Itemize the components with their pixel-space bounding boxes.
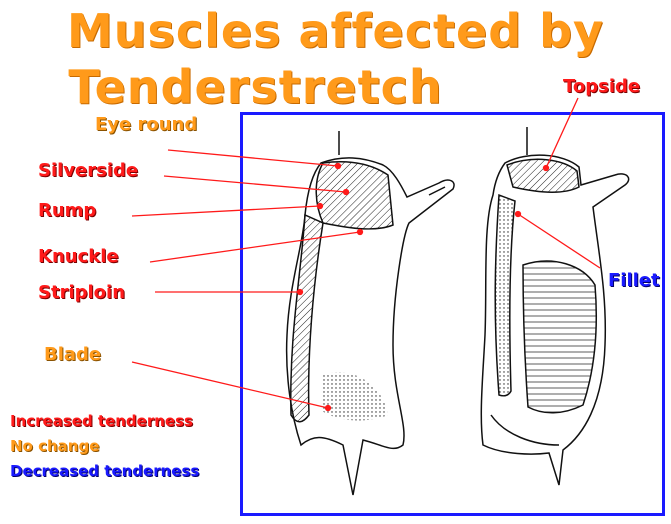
legend-no-change: No change <box>10 437 99 455</box>
leader-topside <box>546 98 578 168</box>
leader-fillet <box>518 214 600 268</box>
legend-increased: Increased tenderness <box>10 412 193 430</box>
leader-silverside <box>164 176 346 192</box>
legend-decreased: Decreased tenderness <box>10 462 199 480</box>
leader-rump <box>132 206 320 216</box>
leader-knuckle <box>150 232 360 262</box>
leader-eye-round <box>168 150 338 166</box>
leader-blade <box>132 362 328 408</box>
